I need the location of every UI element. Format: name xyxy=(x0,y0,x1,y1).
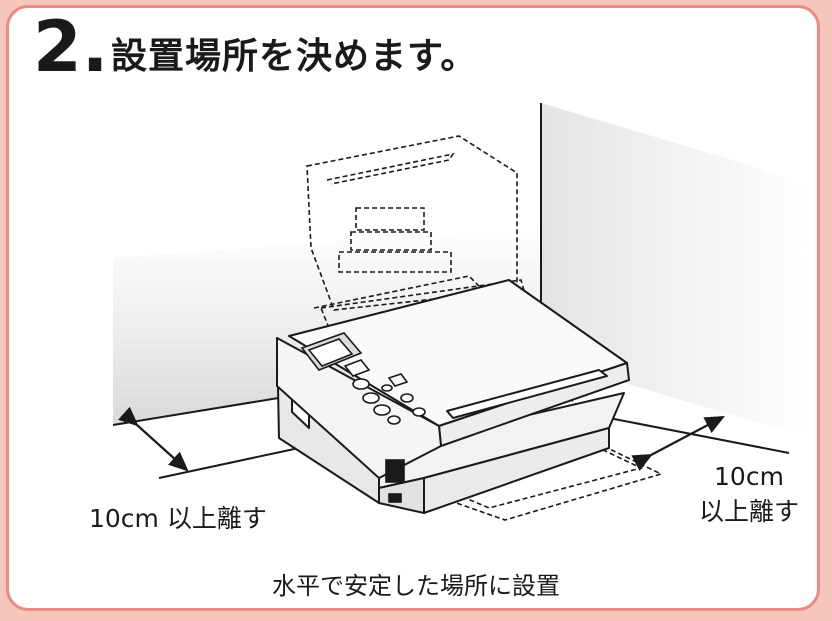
step-number: 2. xyxy=(33,6,109,88)
instruction-card: 2. 設置場所を決めます。 xyxy=(6,5,820,611)
control-button xyxy=(362,392,380,404)
control-button xyxy=(412,407,426,417)
control-button xyxy=(400,393,414,403)
memory-card-slot xyxy=(385,459,405,483)
control-button xyxy=(381,384,393,392)
control-button xyxy=(387,415,401,425)
step-title: 設置場所を決めます。 xyxy=(111,36,478,77)
control-button xyxy=(352,378,370,390)
control-panel xyxy=(300,332,426,503)
placement-caption: 水平で安定した場所に設置 xyxy=(272,572,560,600)
left-clearance-label: 10cm 以上離す xyxy=(89,504,267,533)
left-clearance-arrow xyxy=(118,406,189,472)
right-clearance-arrow xyxy=(631,415,725,471)
printer-placement-illustration xyxy=(112,103,809,521)
right-clearance-text: 以上離す xyxy=(698,497,799,526)
printer xyxy=(276,279,630,514)
control-button xyxy=(373,404,391,416)
right-clearance-value: 10cm xyxy=(714,462,784,491)
usb-port xyxy=(388,493,402,503)
